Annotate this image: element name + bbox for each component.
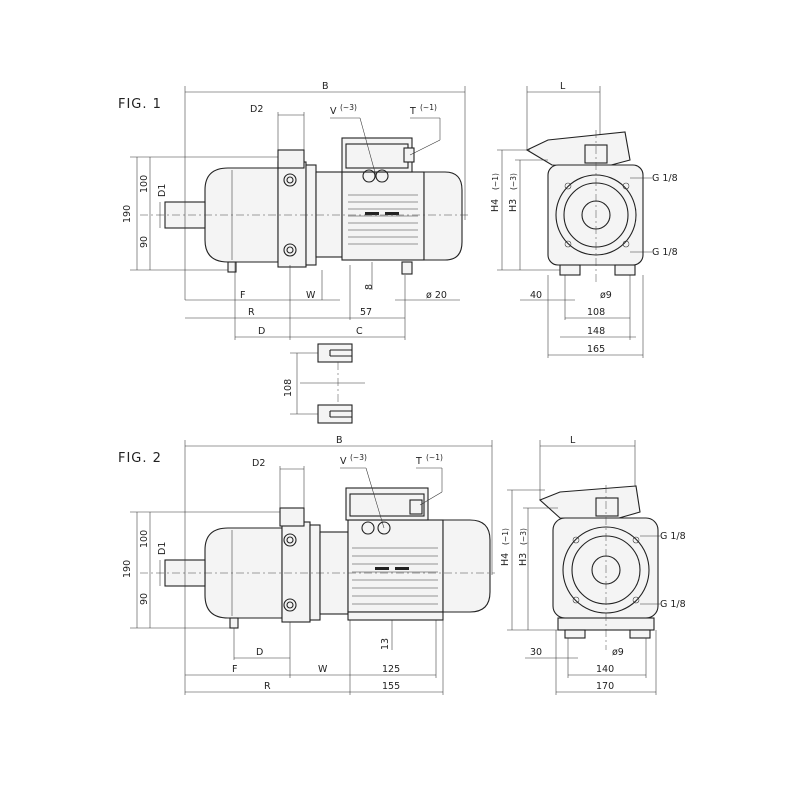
bolt [283,598,297,612]
dim-T: T [409,106,416,117]
dim-13: 13 [380,638,391,650]
motor-foot [401,261,413,275]
pump-housing [547,164,644,266]
fig1-front-view: FIG. 1 B D2 V [118,81,470,424]
motor-fins [352,547,438,605]
fig1-title: FIG. 1 [118,97,162,112]
bolt [283,533,297,547]
dim-V: V [330,106,337,117]
svg-text:(~1): (~1) [426,453,443,462]
dim-T: T [415,456,422,467]
discharge-port [279,507,305,527]
fig2-title: FIG. 2 [118,451,162,466]
svg-text:(~1): (~1) [420,103,437,112]
dim-30: 30 [530,647,542,658]
foot-detail: 108 [283,343,365,424]
dim-100: 100 [139,175,150,193]
dim-140: 140 [596,664,614,675]
dim-190: 190 [122,205,133,223]
dim-R: R [264,681,271,692]
fan-cover [442,519,491,613]
dim-phi20: ø 20 [426,290,447,301]
dim-D2: D2 [252,458,265,469]
pump-foot [229,617,239,629]
label-G18-bottom: G 1/8 [652,247,678,258]
base-foot-right [614,264,636,276]
dim-H4: H4 [500,553,511,566]
motor-fins [348,194,418,245]
dim-D2: D2 [250,104,263,115]
dim-phi9: ø9 [600,290,612,301]
dim-165: 165 [587,344,605,355]
dim-R: R [248,307,255,318]
terminal-cover [525,131,631,169]
fan-cover [423,171,463,261]
dim-W: W [306,290,316,301]
label-G18-top: G 1/8 [660,531,686,542]
dim-L: L [570,435,576,446]
pump-casing [277,161,307,268]
pump-foot [227,261,237,273]
label-G18-bottom: G 1/8 [660,599,686,610]
dim-D: D [256,647,263,658]
dim-108: 108 [587,307,605,318]
dim-D1: D1 [157,184,168,197]
dim-D1: D1 [157,542,168,555]
dim-100: 100 [139,530,150,548]
fig1-side-view: L H4 (~1) H3 (~3) G 1/8 G 1/8 40 ø9 108 … [490,81,678,358]
dim-F: F [240,290,245,301]
bolt [283,243,297,257]
svg-text:(~1): (~1) [491,173,500,190]
dim-108-foot: 108 [283,379,294,397]
dim-D: D [258,326,265,337]
dim-90: 90 [139,593,150,605]
dim-H3: H3 [518,553,529,566]
bolt [283,173,297,187]
dim-B: B [322,81,329,92]
dim-B: B [336,435,343,446]
dim-57: 57 [360,307,372,318]
dim-155: 155 [382,681,400,692]
label-G18-top: G 1/8 [652,173,678,184]
dim-H3: H3 [508,199,519,212]
dim-V: V [340,456,347,467]
dim-170: 170 [596,681,614,692]
dim-H4: H4 [490,199,501,212]
dim-F: F [232,664,237,675]
svg-text:(~3): (~3) [519,528,528,545]
svg-text:(~3): (~3) [350,453,367,462]
fig2-side-view: L H4 (~1) H3 (~3) G 1/8 G 1/8 30 ø9 140 … [500,435,686,695]
svg-text:(~1): (~1) [501,528,510,545]
terminal-cover [538,485,641,521]
motor-base [347,611,444,621]
dim-8: 8 [364,284,375,290]
dim-L: L [560,81,566,92]
dim-90: 90 [139,236,150,248]
motor-body [347,519,444,613]
dim-C: C [356,326,363,337]
dim-125: 125 [382,664,400,675]
pump-housing [552,517,659,619]
dim-148: 148 [587,326,605,337]
dim-190: 190 [122,560,133,578]
fig2-front-view: FIG. 2 B D2 V (~3) T (~1) [118,435,495,695]
dim-W: W [318,664,328,675]
dim-phi9: ø9 [612,647,624,658]
svg-text:(~3): (~3) [340,103,357,112]
dim-40: 40 [530,290,542,301]
discharge-port [277,149,305,169]
svg-text:(~3): (~3) [509,173,518,190]
base-foot-left [559,264,581,276]
